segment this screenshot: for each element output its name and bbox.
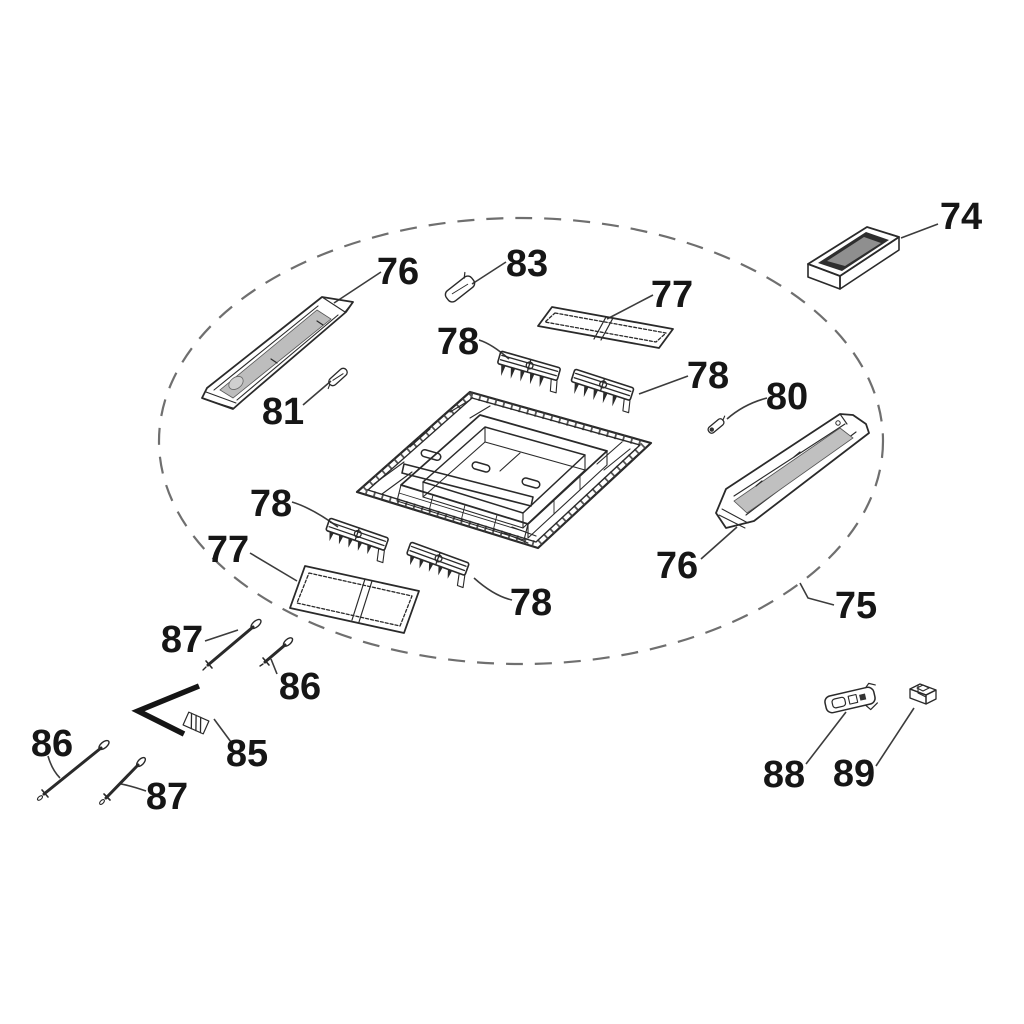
part-89-clip	[909, 683, 937, 705]
part-86-screw-lower	[36, 739, 110, 801]
part-88-handle	[824, 682, 878, 714]
leader-85	[213, 718, 232, 743]
part-87-screw-upper	[202, 618, 262, 671]
callout-76-left-label: 76	[377, 251, 419, 293]
assembly-boundary-dashed-ellipse	[157, 216, 885, 666]
callout-78-bottom-label: 78	[510, 582, 552, 624]
callout-89-label: 89	[833, 753, 875, 795]
callout-75-label: 75	[835, 585, 877, 627]
leader-lines	[47, 223, 939, 792]
leader-86-upper	[270, 658, 278, 675]
leader-77-top	[606, 294, 654, 320]
leader-83	[471, 261, 507, 285]
callout-78-top-right-label: 78	[687, 355, 729, 397]
part-vent-base-frame	[354, 390, 653, 550]
callout-88-label: 88	[763, 754, 805, 796]
leader-86-lower	[47, 755, 61, 779]
callout-77-top-label: 77	[651, 274, 693, 316]
part-77-bottom-screen-frame	[289, 565, 420, 634]
part-78-louver-mid-left	[325, 517, 389, 564]
part-78-louver-top-left	[497, 350, 561, 394]
leader-88	[805, 711, 847, 765]
callout-78-mid-left-label: 78	[250, 483, 292, 525]
callout-81-label: 81	[262, 391, 304, 433]
callout-80-label: 80	[766, 376, 808, 418]
callout-83-label: 83	[506, 243, 548, 285]
leader-87-upper	[204, 629, 239, 642]
part-81-pin	[327, 367, 348, 390]
callout-86-upper-label: 86	[279, 666, 321, 708]
part-76-left-fairing	[201, 296, 354, 410]
leader-78-top-right	[638, 375, 689, 395]
callout-78-top-left-label: 78	[437, 321, 479, 363]
leader-77-bottom	[249, 552, 298, 582]
part-76-right-fairing	[715, 413, 870, 529]
callout-77-bottom-label: 77	[207, 529, 249, 571]
part-86-screw-upper	[259, 637, 294, 667]
leader-76-right	[700, 526, 738, 560]
part-85-corner-bracket	[131, 683, 210, 737]
callout-85-label: 85	[226, 733, 268, 775]
part-87-screw-lower	[99, 756, 147, 805]
leader-87-lower	[120, 783, 147, 792]
leader-78-bottom	[473, 577, 513, 601]
leader-81	[302, 380, 332, 406]
callout-74-label: 74	[940, 196, 982, 238]
part-80-pin	[707, 415, 726, 434]
callout-86-lower-label: 86	[31, 723, 73, 765]
leader-76-left	[333, 271, 382, 304]
part-77-top-screen-frame	[537, 306, 674, 349]
leader-89	[875, 707, 915, 767]
part-74-adapter-frame	[807, 226, 900, 290]
part-78-louver-top-right	[570, 368, 635, 414]
leader-75	[799, 582, 835, 606]
leader-74	[900, 223, 939, 239]
leader-80	[726, 397, 768, 420]
callout-87-lower-label: 87	[146, 776, 188, 818]
callout-87-upper-label: 87	[161, 619, 203, 661]
callout-labels: 74 83 76 77 78 78 80 81 78 77 78 76 75 8…	[31, 196, 982, 818]
callout-76-right-label: 76	[656, 545, 698, 587]
part-78-louver-bottom	[406, 541, 470, 589]
part-83-clip	[444, 271, 476, 303]
